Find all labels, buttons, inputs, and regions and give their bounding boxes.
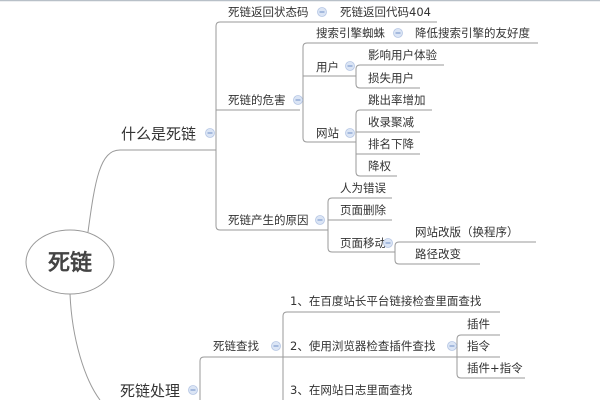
node-cause[interactable]: 死链产生的原因: [228, 213, 309, 227]
collapse-icon[interactable]: [293, 95, 303, 105]
node-move-child[interactable]: 路径改变: [415, 247, 461, 261]
collapse-icon[interactable]: [205, 128, 215, 138]
node-browser-child[interactable]: 插件+指令: [467, 361, 523, 375]
node-404[interactable]: 死链返回代码404: [340, 5, 431, 19]
collapse-icons: [188, 7, 457, 395]
node-handle[interactable]: 死链处理: [120, 382, 180, 400]
node-harm[interactable]: 死链的危害: [228, 93, 286, 107]
collapse-icon[interactable]: [393, 28, 403, 38]
node-cause-child[interactable]: 页面删除: [340, 203, 386, 217]
node-find[interactable]: 死链查找: [213, 339, 259, 353]
collapse-icon[interactable]: [188, 385, 198, 395]
root-node[interactable]: [25, 229, 115, 295]
node-site-child[interactable]: 降权: [368, 159, 391, 173]
node-find-item[interactable]: 1、在百度站长平台链接检查里面查找: [290, 294, 482, 308]
node-browser-child[interactable]: 插件: [467, 317, 490, 331]
collapse-icon[interactable]: [315, 215, 325, 225]
node-status-code[interactable]: 死链返回状态码: [228, 5, 309, 19]
node-user-child[interactable]: 影响用户体验: [368, 48, 437, 62]
node-move-child[interactable]: 网站改版（换程序）: [415, 225, 519, 239]
node-user[interactable]: 用户: [316, 60, 339, 74]
node-what-is-dead-link[interactable]: 什么是死链: [121, 125, 196, 143]
node-browser-child[interactable]: 指令: [467, 339, 490, 353]
node-cause-child[interactable]: 人为错误: [340, 181, 386, 195]
node-site-child[interactable]: 跳出率增加: [368, 93, 426, 107]
node-spider-child[interactable]: 降低搜索引擎的友好度: [415, 26, 530, 40]
node-site[interactable]: 网站: [316, 126, 339, 140]
connectors: [69, 21, 538, 400]
node-user-child[interactable]: 损失用户: [368, 71, 414, 85]
root-label: 死链: [48, 250, 92, 276]
collapse-icon[interactable]: [383, 238, 393, 248]
node-find-item[interactable]: 2、使用浏览器检查插件查找: [290, 339, 436, 353]
collapse-icon[interactable]: [447, 341, 457, 351]
node-page-move[interactable]: 页面移动: [340, 236, 386, 250]
node-site-child[interactable]: 排名下降: [368, 137, 414, 151]
collapse-icon[interactable]: [345, 128, 355, 138]
collapse-icon[interactable]: [345, 61, 355, 71]
collapse-icon[interactable]: [317, 7, 327, 17]
collapse-icon[interactable]: [271, 341, 281, 351]
node-spider[interactable]: 搜索引擎蜘蛛: [316, 26, 385, 40]
node-find-item[interactable]: 3、在网站日志里面查找: [290, 383, 413, 397]
node-site-child[interactable]: 收录聚减: [368, 115, 414, 129]
